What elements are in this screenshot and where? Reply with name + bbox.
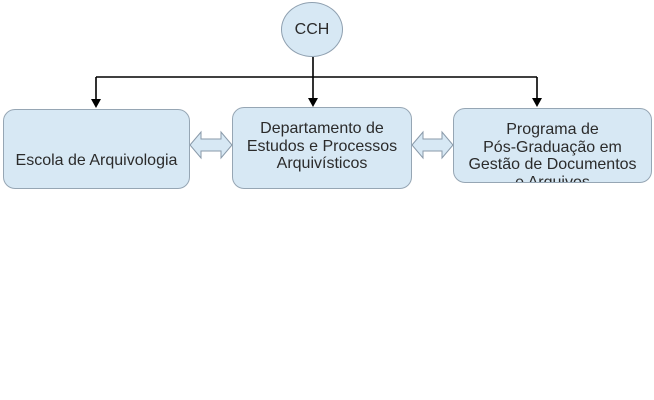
org-box-programa-pos-graduacao: Programa de Pós-Graduação em Gestão de D… (453, 108, 652, 183)
double-arrow-icon (411, 130, 454, 160)
org-box-escola-de-arquivologia: Escola de Arquivologia (3, 109, 190, 189)
arrowhead-down-icon (91, 99, 101, 108)
box-text-line: Estudos e Processos (246, 137, 398, 155)
org-box-departamento-estudos-processos: Departamento de Estudos e Processos Arqu… (232, 107, 412, 189)
org-connector-lines (95, 57, 538, 102)
box-text-line: Gestão de Documentos (468, 156, 637, 173)
box-text-line: Pós-Graduação em (483, 138, 622, 156)
box-text-line: Escola de Arquivologia (15, 152, 178, 169)
root-node-label: CCH (294, 20, 330, 38)
box-text-line: Programa de (506, 121, 599, 138)
org-root-node-cch: CCH (281, 2, 343, 57)
arrowhead-down-icon (532, 98, 542, 107)
box-text-line-clipped: e Arquivos (515, 173, 590, 183)
arrowhead-down-icon (308, 98, 318, 107)
box-text-line: Arquivísticos (276, 155, 368, 172)
box-text-line: Departamento de (260, 120, 384, 137)
double-arrow-icon (189, 130, 233, 160)
